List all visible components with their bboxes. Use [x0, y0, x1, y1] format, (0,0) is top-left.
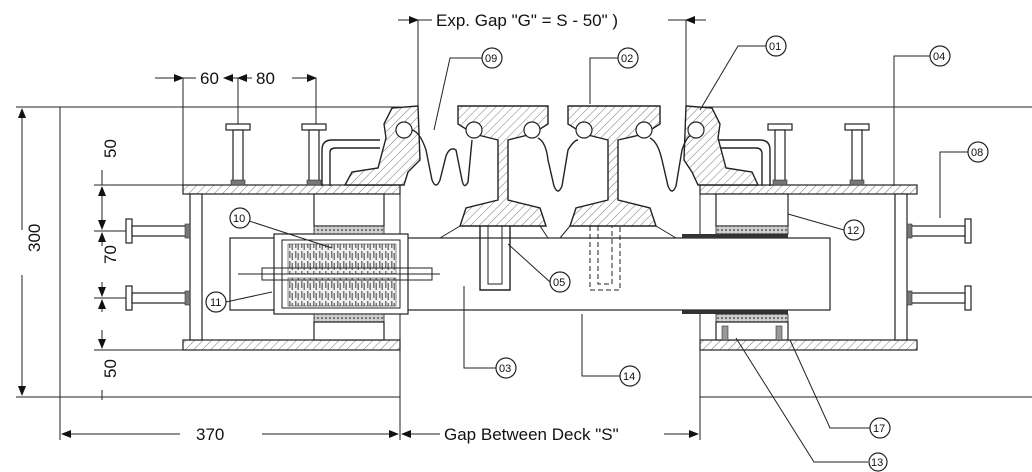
- dim-60-label: 60: [200, 69, 219, 88]
- svg-text:08: 08: [971, 147, 983, 159]
- deck-gap-label: Gap Between Deck "S": [444, 425, 619, 444]
- anchor-loops: [321, 139, 771, 186]
- dim-50-top-label: 50: [101, 139, 120, 158]
- right-box-frame: [699, 184, 918, 341]
- dim-50-bottom-label: 50: [101, 359, 120, 378]
- callout-08: 08: [967, 141, 989, 163]
- strip-seals: [411, 129, 691, 192]
- callout-11: 11: [205, 291, 227, 313]
- right-anchor-studs: [906, 218, 972, 311]
- dim-370-label: 370: [196, 425, 224, 444]
- center-beam-left: [457, 105, 549, 227]
- callout-04: 04: [929, 45, 951, 67]
- sliding-pads: [313, 193, 789, 341]
- callout-02: 02: [617, 47, 639, 69]
- center-beam-right: [567, 105, 661, 227]
- left-edge-beam: [343, 105, 421, 186]
- svg-text:14: 14: [623, 371, 635, 383]
- exp-gap-label: Exp. Gap "G" = S - 50" ): [436, 11, 618, 30]
- svg-text:11: 11: [210, 297, 221, 309]
- svg-text:13: 13: [871, 457, 883, 469]
- callout-05: 05: [549, 271, 571, 293]
- svg-text:02: 02: [621, 53, 633, 65]
- dim-70-label: 70: [101, 245, 120, 264]
- svg-text:10: 10: [233, 213, 245, 225]
- svg-text:03: 03: [499, 363, 511, 375]
- callout-12: 12: [843, 219, 865, 241]
- svg-text:05: 05: [553, 277, 565, 289]
- dimension-lines: [16, 16, 706, 440]
- left-seat-plate: [182, 339, 401, 351]
- dim-300-label: 300: [25, 224, 44, 252]
- callout-leaders: [225, 45, 968, 463]
- dim-80-label: 80: [256, 69, 275, 88]
- yoke-stirrups: [479, 226, 621, 291]
- right-edge-beam: [683, 105, 760, 186]
- callout-01: 01: [765, 35, 787, 57]
- callout-13: 13: [868, 452, 888, 472]
- svg-text:01: 01: [769, 41, 781, 53]
- callout-17: 17: [869, 417, 891, 439]
- svg-text:09: 09: [485, 53, 497, 65]
- callout-10: 10: [229, 207, 251, 229]
- svg-text:17: 17: [873, 423, 885, 435]
- right-seat-plate: [699, 339, 918, 351]
- left-box-frame: [182, 184, 401, 341]
- svg-text:12: 12: [847, 225, 859, 237]
- callout-03: 03: [495, 357, 517, 379]
- support-box: [238, 233, 440, 315]
- svg-text:04: 04: [933, 51, 945, 63]
- top-anchor-studs: [225, 123, 870, 186]
- left-anchor-studs: [125, 218, 191, 311]
- callout-09: 09: [481, 47, 503, 69]
- callout-14: 14: [619, 365, 641, 387]
